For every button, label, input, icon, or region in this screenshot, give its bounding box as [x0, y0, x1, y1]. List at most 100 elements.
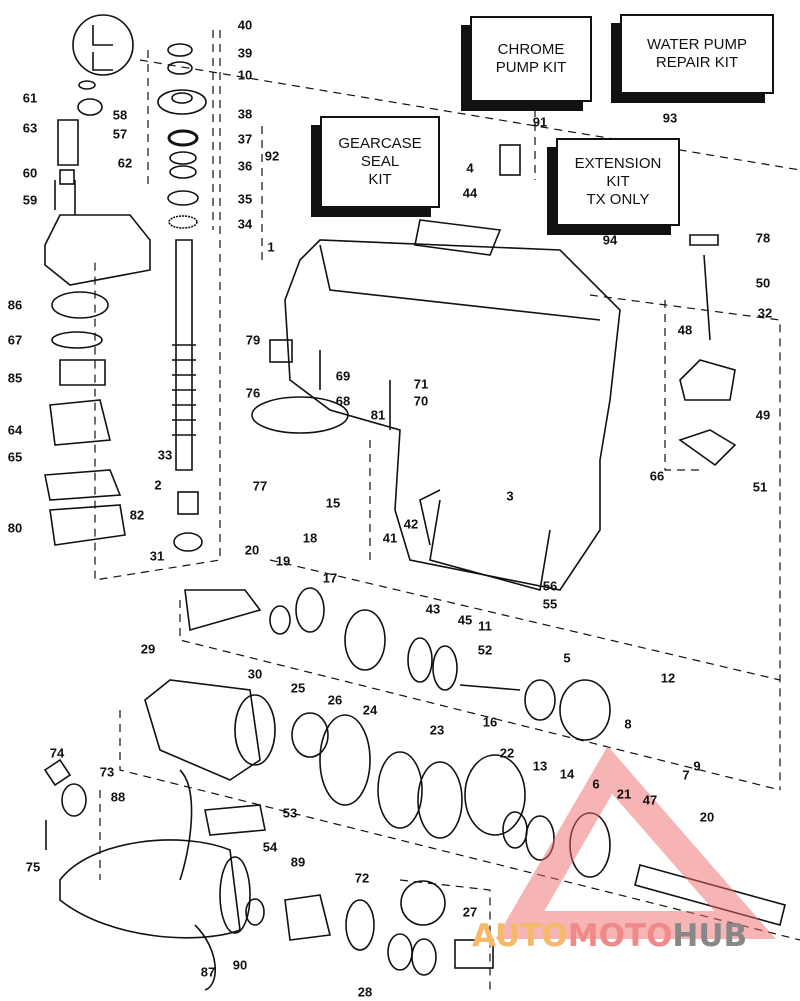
- part-number-label: 47: [642, 792, 658, 808]
- part-number-label: 30: [247, 666, 263, 682]
- part-number-label: 89: [290, 854, 306, 870]
- part-number-label: 92: [264, 148, 280, 164]
- part-number-label: 12: [660, 670, 676, 686]
- part-number-label: 31: [149, 548, 165, 564]
- part-number-label: 53: [282, 805, 298, 821]
- kit-label-line: GEARCASE: [338, 135, 422, 152]
- part-number-label: 91: [532, 114, 548, 130]
- part-number-label: 90: [232, 957, 248, 973]
- part-number-label: 73: [99, 764, 115, 780]
- part-number-label: 25: [290, 680, 306, 696]
- part-number-label: 24: [362, 702, 378, 718]
- part-number-label: 4: [466, 160, 474, 176]
- part-number-label: 70: [413, 393, 429, 409]
- part-number-label: 14: [559, 766, 575, 782]
- part-number-label: 60: [22, 165, 38, 181]
- part-number-label: 85: [7, 370, 23, 386]
- part-number-label: 52: [477, 642, 493, 658]
- part-number-label: 82: [129, 507, 145, 523]
- part-number-label: 3: [506, 488, 514, 504]
- part-number-label: 11: [478, 618, 492, 634]
- part-number-label: 78: [755, 230, 771, 246]
- part-number-label: 17: [322, 570, 338, 586]
- part-number-label: 86: [7, 297, 23, 313]
- part-number-label: 69: [335, 368, 351, 384]
- part-number-label: 81: [370, 407, 386, 423]
- kit-label-line: TX ONLY: [586, 191, 650, 208]
- part-number-label: 20: [244, 542, 260, 558]
- inset-circle: [72, 14, 134, 76]
- part-number-label: 16: [482, 714, 498, 730]
- part-number-label: 64: [7, 422, 23, 438]
- part-number-label: 28: [357, 984, 373, 1000]
- part-number-label: 5: [563, 650, 571, 666]
- kit-label-line: SEAL: [360, 153, 400, 170]
- part-number-label: 9: [693, 758, 701, 774]
- part-number-label: 2: [154, 477, 162, 493]
- watermark-moto: MOTO: [567, 918, 673, 954]
- part-number-label: 67: [7, 332, 23, 348]
- part-number-label: 45: [457, 612, 473, 628]
- part-number-label: 33: [157, 447, 173, 463]
- kit-label-line: KIT: [368, 171, 392, 188]
- part-number-label: 26: [327, 692, 343, 708]
- part-number-label: 27: [462, 904, 478, 920]
- part-number-label: 40: [237, 17, 253, 33]
- part-number-label: 61: [22, 90, 38, 106]
- part-number-label: 68: [335, 393, 351, 409]
- part-number-label: 7: [682, 767, 690, 783]
- watermark-auto: AUTO: [472, 918, 568, 954]
- kit-label-line: KIT: [606, 173, 630, 190]
- part-number-label: 56: [542, 578, 558, 594]
- part-number-label: 43: [425, 601, 441, 617]
- part-number-label: 50: [755, 275, 771, 291]
- kit-label-line: WATER PUMP: [647, 36, 747, 53]
- watermark-triangle: [495, 746, 776, 939]
- part-number-label: 59: [22, 192, 38, 208]
- part-number-label: 87: [200, 964, 216, 980]
- part-number-label: 48: [677, 322, 693, 338]
- part-number-label: 18: [302, 530, 318, 546]
- part-number-label: 79: [245, 332, 261, 348]
- part-number-label: 8: [624, 716, 632, 732]
- part-number-label: 36: [237, 158, 253, 174]
- part-number-label: 34: [237, 216, 253, 232]
- part-number-label: 41: [382, 530, 398, 546]
- part-number-label: 94: [602, 232, 618, 248]
- part-number-label: 19: [275, 553, 291, 569]
- part-number-label: 74: [49, 745, 65, 761]
- part-number-label: 29: [140, 641, 156, 657]
- kit-label-line: REPAIR KIT: [655, 54, 739, 71]
- part-number-label: 32: [757, 305, 773, 321]
- part-number-label: 1: [267, 239, 275, 255]
- part-number-label: 38: [237, 106, 253, 122]
- part-number-label: 13: [532, 758, 548, 774]
- part-number-label: 15: [325, 495, 341, 511]
- watermark-hub: HUB: [672, 918, 748, 954]
- part-number-label: 51: [752, 479, 768, 495]
- part-number-label: 76: [245, 385, 261, 401]
- part-number-label: 55: [542, 596, 558, 612]
- part-number-label: 6: [592, 776, 600, 792]
- watermark-logo: AUTOMOTOHUB: [472, 918, 747, 954]
- part-number-label: 37: [237, 131, 253, 147]
- part-number-label: 77: [252, 478, 268, 494]
- part-number-label: 39: [237, 45, 253, 61]
- kit-label-line: CHROME: [497, 41, 565, 58]
- part-number-label: 35: [237, 191, 253, 207]
- part-number-label: 62: [117, 155, 133, 171]
- part-number-label: 57: [112, 126, 128, 142]
- part-number-label: 58: [112, 107, 128, 123]
- part-number-label: 54: [262, 839, 278, 855]
- part-number-label: 75: [25, 859, 41, 875]
- part-number-label: 93: [662, 110, 678, 126]
- part-number-label: 23: [429, 722, 445, 738]
- part-number-label: 10: [237, 67, 253, 83]
- kit-label-line: EXTENSION: [574, 155, 662, 172]
- part-number-label: 65: [7, 449, 23, 465]
- part-number-label: 71: [413, 376, 429, 392]
